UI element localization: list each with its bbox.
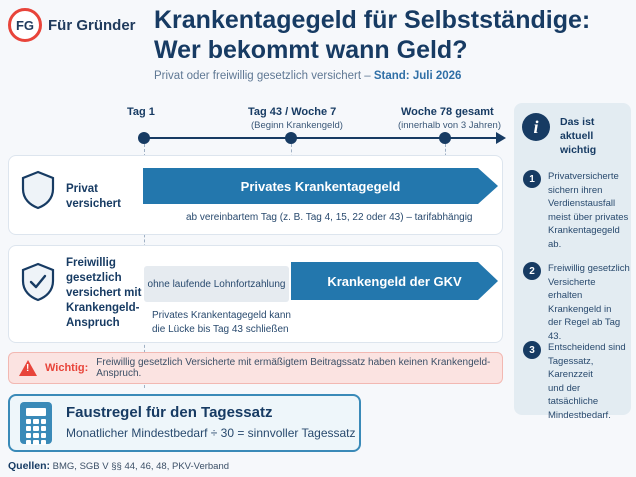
info-icon-glyph: i [533,116,539,137]
shield-check-icon [21,262,55,302]
row-gkv-label-line2: gesetzlich [66,272,122,284]
subtitle-stand: Stand: Juli 2026 [373,70,462,82]
info-item-1-line: Privatversicherte [548,171,619,182]
privat-note: ab vereinbartem Tag (z. B. Tag 4, 15, 22… [186,212,473,223]
row-gkv-label-line3: versichert mit [66,287,142,299]
info-item-2-line: der Regel ab Tag 43. [548,317,621,342]
info-item-3: Entscheidend sind Tagessatz, Karenzzeit … [548,341,630,422]
info-item-3-line: Tagessatz, Karenzzeit [548,355,594,381]
info-panel-title: Das ist aktuell wichtig [560,115,628,157]
row-gkv-label-line4: Krankengeld- [66,302,140,314]
info-item-2-line: Versicherte erhalten [548,276,596,302]
warning-label: Wichtig: [45,362,89,374]
timeline-label-day1: Tag 1 [127,106,155,118]
warning-text: Freiwillig gesetzlich Versicherte mit er… [96,357,491,379]
timeline-dot-week78 [439,132,451,144]
gkv-gap-note: Privates Krankentagegeld kann die Lücke … [152,309,291,337]
info-item-2-number: 2 [523,262,541,280]
timeline-label-day43: Tag 43 / Woche 7 [248,106,337,118]
timeline-sub-day43: (Beginn Krankengeld) [251,120,343,131]
title-line-2: Wer bekommt wann Geld? [154,36,468,64]
gkv-arrow-label: Krankengeld der GKV [327,273,462,289]
info-item-2-line: Krankengeld in [548,303,612,315]
info-panel [514,103,631,415]
subtitle: Privat oder freiwillig gesetzlich versic… [154,70,461,82]
sources-text: BMG, SGB V §§ 44, 46, 48, PKV-Verband [52,461,230,472]
shield-icon [21,170,55,210]
info-item-3-line: Entscheidend sind [548,342,626,353]
brand-badge-text: FG [15,17,35,33]
info-item-1-line: meist über privates [548,211,629,223]
privat-arrow-label: Privates Krankentagegeld [240,178,401,194]
timeline-sub-week78: (innerhalb von 3 Jahren) [398,120,501,131]
info-item-1-line: Krankentagegeld ab. [548,225,620,250]
info-icon: i [522,113,550,141]
info-item-3-line: und der tatsächliche [548,382,599,408]
title-line-1: Krankentagegeld für Selbstständige: [154,6,591,34]
timeline-axis [143,137,500,139]
row-gkv-label-line1: Freiwillig [66,257,116,269]
info-item-1-number: 1 [523,170,541,188]
rule-text: Monatlicher Mindestbedarf ÷ 30 = sinnvol… [66,426,356,440]
row-privat-label-line1: Privat [66,183,98,195]
warning-icon: ! [19,360,37,376]
subtitle-text: Privat oder freiwillig gesetzlich versic… [154,70,374,82]
brand-name: Für Gründer [48,16,136,34]
brand-logo[interactable]: FG Für Gründer [8,8,136,42]
gkv-krankengeld-arrow: Krankengeld der GKV [291,262,498,300]
row-gkv-label: Freiwillig gesetzlich versichert mit Kra… [66,256,141,331]
sources: Quellen: BMG, SGB V §§ 44, 46, 48, PKV-V… [8,460,229,472]
row-gkv-label-line5: Anspruch [66,317,120,329]
timeline-label-week78: Woche 78 gesamt [401,106,494,118]
rule-box [8,394,361,452]
privat-krankentagegeld-arrow: Privates Krankentagegeld [143,168,498,204]
info-item-2-line: Freiwillig gesetzlich [548,263,630,274]
timeline-arrowhead [496,132,506,144]
info-item-2: Freiwillig gesetzlich Versicherte erhalt… [548,262,630,343]
info-item-3-line: Mindestbedarf. [548,409,611,421]
info-panel-title-line1: Das ist aktuell [560,116,595,142]
lohnfortzahlung-text: ohne laufende Lohnfortzahlung [147,278,286,290]
info-item-1-line: sichern ihren [548,184,603,196]
timeline-dot-day43 [285,132,297,144]
info-item-3-number: 3 [523,341,541,359]
timeline-dot-day1 [138,132,150,144]
calculator-icon [20,402,52,445]
info-panel-title-line2: wichtig [560,144,597,156]
info-item-1: Privatversicherte sichern ihren Verdiens… [548,170,630,251]
row-privat-label: Privat versichert [66,182,121,212]
sources-label: Quellen: [8,460,51,472]
page-title: Krankentagegeld für Selbstständige: Wer … [154,5,634,65]
lohnfortzahlung-box: ohne laufende Lohnfortzahlung [144,266,289,302]
warning-banner: ! Wichtig: Freiwillig gesetzlich Versich… [8,352,503,384]
info-item-1-line: Verdienstausfall [548,198,616,209]
rule-title: Faustregel für den Tagessatz [66,404,273,421]
row-privat-label-line2: versichert [66,198,121,210]
brand-badge: FG [8,8,42,42]
gkv-gap-note-line2: die Lücke bis Tag 43 schließen [152,324,289,335]
gkv-gap-note-line1: Privates Krankentagegeld kann [152,310,291,321]
